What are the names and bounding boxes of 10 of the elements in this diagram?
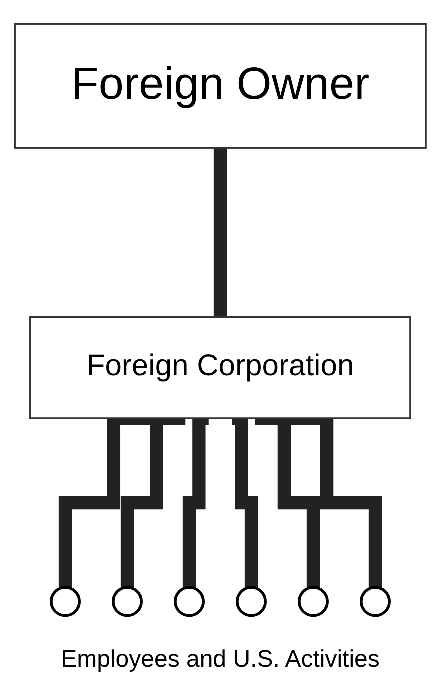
node-circle [174,586,205,618]
node-circle [236,586,267,618]
group-caption: Employees and U.S. Activities [61,645,380,675]
node-circle [298,586,329,618]
org-chart: Foreign Owner Foreign Corporation [0,9,441,631]
node-box [30,316,412,420]
node-circle [50,586,81,618]
node-circle [360,586,391,618]
node-circle [112,586,143,618]
node-box [14,23,427,150]
